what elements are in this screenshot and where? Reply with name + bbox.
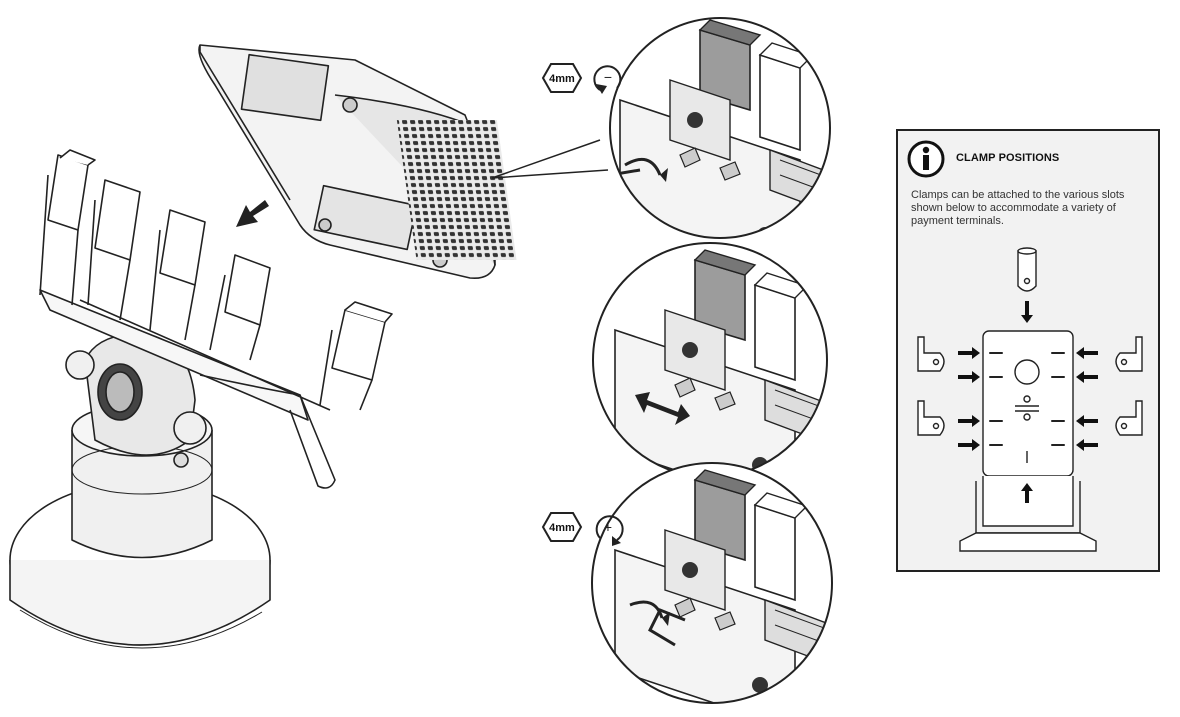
step-2-detail [592,242,828,478]
clamp-arms [39,154,386,411]
step-1-tool: 4mm − [541,63,622,94]
callout-line [491,139,609,179]
tilt-knob-left [65,350,95,380]
tighten-clockwise-icon: + [595,515,624,546]
payment-terminal [198,44,517,280]
step-1-detail [609,17,831,239]
handle-bar [199,374,336,489]
stand-assembly [9,149,393,649]
step-3-rotation-sign: + [604,519,612,535]
mount-direction-arrow [236,200,269,227]
slide-double-arrow-icon [635,392,690,425]
terminal-grille [396,120,517,260]
info-panel-text: Clamps can be attached to the various sl… [911,189,1125,227]
info-panel-title: CLAMP POSITIONS [956,152,1060,164]
step-1-rotation-sign: − [604,69,612,85]
clamp-slots-diagram [917,247,1143,552]
step-3-detail [591,462,833,704]
loosen-counterclockwise-icon: − [593,65,622,94]
step-3-tool-label: 4mm [549,522,575,534]
clamp-positions-info-panel: CLAMP POSITIONS Clamps can be attached t… [896,129,1160,572]
step-1-tool-label: 4mm [549,73,575,85]
step-3-tool: 4mm + [541,512,624,546]
slot-arrows [958,301,1098,503]
hex-key-icon [541,512,583,542]
tilt-knob-right [173,411,207,445]
info-icon [907,140,945,178]
hex-key-icon [541,63,583,93]
